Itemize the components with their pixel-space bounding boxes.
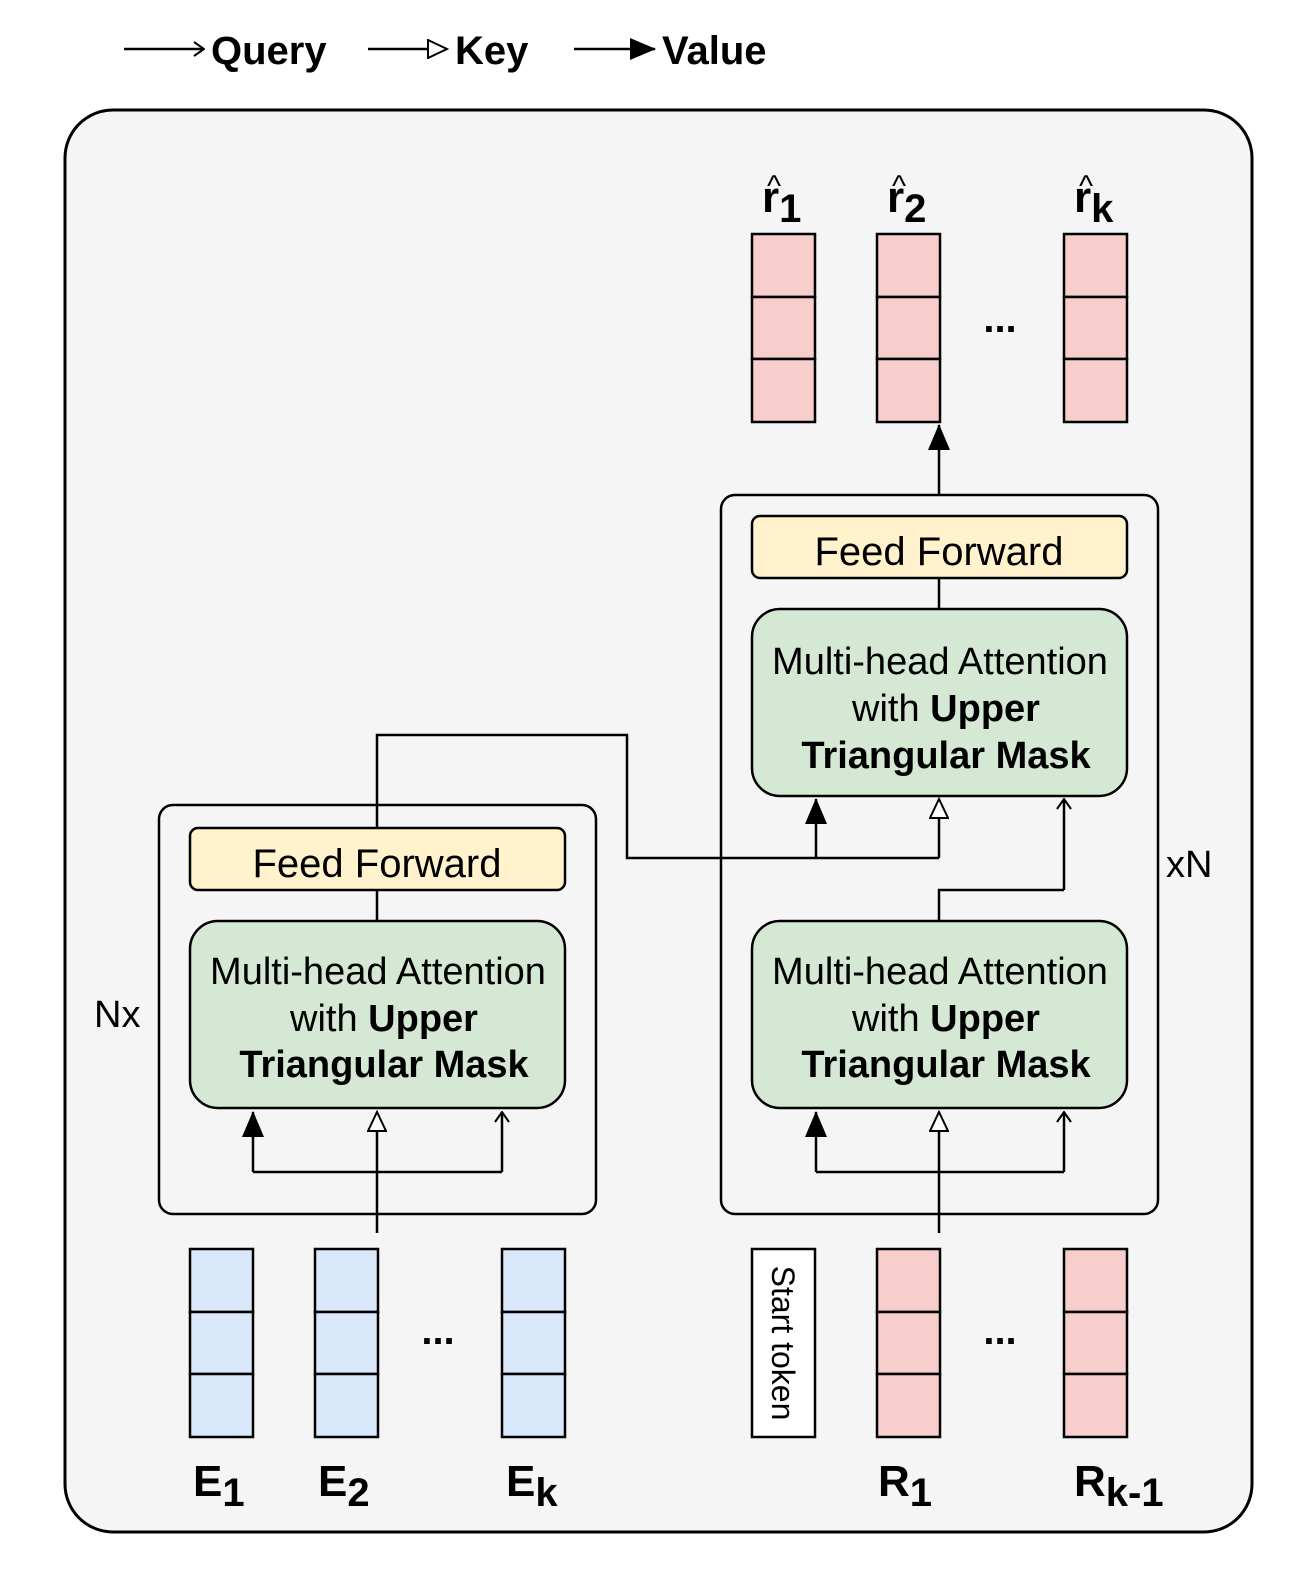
output-r1-label: r1: [762, 173, 801, 231]
embedding-vector-e1: [188, 1247, 255, 1439]
decoder-cross-attention-line3: Triangular Mask: [801, 735, 1091, 777]
output-rk-base: r: [1074, 173, 1091, 222]
legend-query-label: Query: [211, 29, 327, 73]
encoder-input-ek-sub: k: [535, 1471, 558, 1515]
decoder-input-arrows: [805, 1112, 1064, 1233]
encoder-attention-line2: with Upper: [289, 998, 478, 1040]
response-vector-r1: [875, 1247, 942, 1439]
start-token-box: [750, 1247, 817, 1439]
decoder-input-rk1-label: Rk-1: [1074, 1457, 1164, 1515]
decoder-cross-attention-line2-bold: Upper: [930, 688, 1040, 730]
encoder-input-e1-sub: 1: [222, 1471, 244, 1515]
encoder-attention-line3: Triangular Mask: [239, 1044, 529, 1086]
encoder-block: Nx Feed Forward Multi-head Attention wit…: [94, 803, 598, 1233]
encoder-input-e1-base: E: [193, 1457, 222, 1506]
decoder-input-r1-base: R: [878, 1457, 910, 1506]
output-r1-hat: ^: [767, 170, 781, 203]
encoder-input-ek-label: Ek: [506, 1457, 558, 1515]
embedding-vector-e2: [313, 1247, 380, 1439]
output-r1-base: r: [762, 173, 779, 222]
output-vector-r1: [750, 232, 817, 424]
decoder-block: xN Feed Forward Multi-head Attention wit…: [719, 424, 1212, 1233]
decoder-cross-attention-line1: Multi-head Attention: [772, 641, 1108, 683]
encoder-input-ellipsis: ...: [421, 1309, 454, 1353]
output-r2-sub: 2: [904, 187, 926, 231]
encoder-input-arrows: [242, 1112, 502, 1233]
decoder-input-vectors: Start token ... R1 Rk-1: [750, 1247, 1164, 1515]
encoder-input-e2-sub: 2: [347, 1471, 369, 1515]
encoder-attention-line2-bold: Upper: [368, 998, 478, 1040]
decoder-self-attention-line2: with Upper: [851, 998, 1040, 1040]
output-r1-sub: 1: [779, 187, 801, 231]
decoder-cross-attention-line2: with Upper: [851, 688, 1040, 730]
encoder-repeat-label: Nx: [94, 994, 140, 1036]
decoder-repeat-label: xN: [1166, 844, 1212, 886]
encoder-input-e2-label: E2: [318, 1457, 370, 1515]
decoder-self-attention-line2-prefix: with: [851, 998, 930, 1040]
legend: Query Key Value: [124, 29, 767, 73]
decoder-feed-forward-label: Feed Forward: [815, 530, 1064, 574]
decoder-internal-lines: [928, 424, 1064, 921]
encoder-input-ek-base: E: [506, 1457, 535, 1506]
decoder-self-attention-line2-bold: Upper: [930, 998, 1040, 1040]
decoder-input-rk1-base: R: [1074, 1457, 1106, 1506]
decoder-input-r1-sub: 1: [910, 1471, 932, 1515]
output-r2-base: r: [887, 173, 904, 222]
output-rk-sub: k: [1091, 187, 1114, 231]
encoder-attention-line2-prefix: with: [289, 998, 368, 1040]
decoder-input-rk1-sub: k-1: [1106, 1471, 1164, 1515]
output-rk-label: rk: [1074, 173, 1114, 231]
output-rk-hat: ^: [1079, 170, 1093, 203]
encoder-feed-forward-label: Feed Forward: [253, 842, 502, 886]
legend-key-label: Key: [455, 29, 529, 73]
encoder-attention-line1: Multi-head Attention: [210, 951, 546, 993]
output-r2-label: r2: [887, 173, 926, 231]
embedding-vector-ek: [500, 1247, 567, 1439]
model-panel: [63, 108, 1254, 1534]
decoder-input-ellipsis: ...: [983, 1309, 1016, 1353]
output-vector-rk: [1062, 232, 1129, 424]
encoder-input-vectors: ... E1 E2 Ek: [188, 1247, 567, 1515]
decoder-cross-attention-line2-prefix: with: [851, 688, 930, 730]
decoder-self-attention-line3: Triangular Mask: [801, 1044, 1091, 1086]
response-vector-rk1: [1062, 1247, 1129, 1439]
encoder-input-e2-base: E: [318, 1457, 347, 1506]
output-ellipsis: ...: [983, 297, 1016, 341]
output-vectors: ... ^ r1 ^ r2 ^ rk: [750, 170, 1129, 424]
output-vector-r2: [875, 232, 942, 424]
start-token-label: Start token: [765, 1266, 801, 1421]
encoder-input-e1-label: E1: [193, 1457, 245, 1515]
decoder-input-r1-label: R1: [878, 1457, 932, 1515]
cross-attention-connection: [375, 733, 939, 860]
decoder-self-attention-line1: Multi-head Attention: [772, 951, 1108, 993]
legend-value-label: Value: [662, 29, 767, 73]
output-r2-hat: ^: [892, 170, 906, 203]
